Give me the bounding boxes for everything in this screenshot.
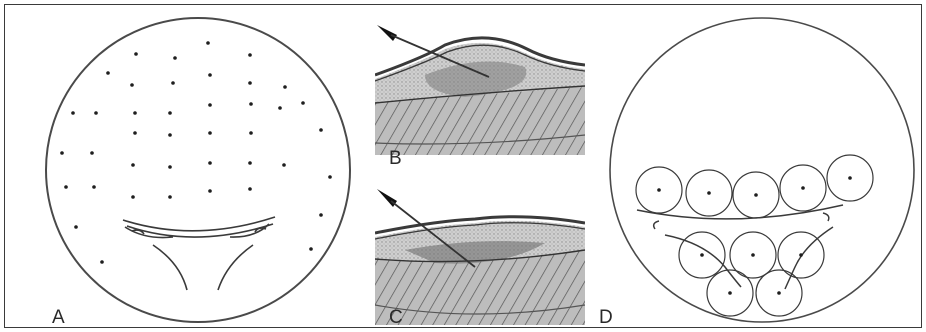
injection-dot (64, 185, 68, 189)
injection-dot (133, 131, 137, 135)
treatment-center-dot (657, 188, 661, 192)
injection-dot (328, 175, 332, 179)
treatment-center-dot (707, 191, 711, 195)
injection-dot (133, 111, 137, 115)
injection-dot (248, 53, 252, 57)
treatment-center-dot (777, 291, 781, 295)
injection-dot (206, 41, 210, 45)
injection-dot (249, 131, 253, 135)
injection-dot (71, 111, 75, 115)
treatment-center-dot (801, 186, 805, 190)
injection-dot (168, 133, 172, 137)
injection-dot (90, 151, 94, 155)
injection-dot (94, 111, 98, 115)
panel-d-label: D (599, 308, 613, 327)
panel-c-label: C (389, 308, 403, 327)
injection-dot (168, 111, 172, 115)
injection-dot (319, 128, 323, 132)
injection-dot (100, 260, 104, 264)
panel-d-anatomy-outline (637, 205, 843, 289)
figure-canvas (5, 5, 923, 329)
injection-dot (278, 106, 282, 110)
injection-dot (130, 83, 134, 87)
treatment-center-dot (848, 176, 852, 180)
injection-dot (208, 103, 212, 107)
treatment-center-dot (754, 193, 758, 197)
panel-b (375, 38, 585, 155)
treatment-center-dot (728, 291, 732, 295)
treatment-center-dot (799, 253, 803, 257)
injection-dot (74, 225, 78, 229)
treatment-center-dot (751, 253, 755, 257)
injection-dot (301, 101, 305, 105)
injection-dot (208, 161, 212, 165)
injection-dot (106, 71, 110, 75)
injection-dot (92, 185, 96, 189)
injection-dot (131, 163, 135, 167)
panel-c (375, 217, 585, 325)
treatment-center-dot (700, 253, 704, 257)
injection-dot (134, 52, 138, 56)
figure-frame: A B C D (4, 4, 922, 328)
injection-dot (249, 102, 253, 106)
panel-d (610, 18, 914, 322)
injection-dot (282, 163, 286, 167)
injection-dot (208, 73, 212, 77)
injection-dot (208, 131, 212, 135)
injection-dot (131, 195, 135, 199)
panel-a-label: A (52, 308, 65, 327)
injection-dot (171, 81, 175, 85)
injection-dot (248, 187, 252, 191)
panel-a-circle (46, 18, 350, 322)
panel-a-anatomy-outline (123, 217, 275, 290)
injection-dot (60, 151, 64, 155)
injection-dot (309, 247, 313, 251)
injection-dot (248, 161, 252, 165)
panel-a (46, 18, 350, 322)
injection-dot (208, 189, 212, 193)
injection-dot (248, 81, 252, 85)
injection-dot (319, 213, 323, 217)
panel-b-label: B (389, 149, 402, 168)
injection-dot (168, 165, 172, 169)
injection-dot (173, 56, 177, 60)
injection-dot (283, 85, 287, 89)
injection-dot (168, 195, 172, 199)
